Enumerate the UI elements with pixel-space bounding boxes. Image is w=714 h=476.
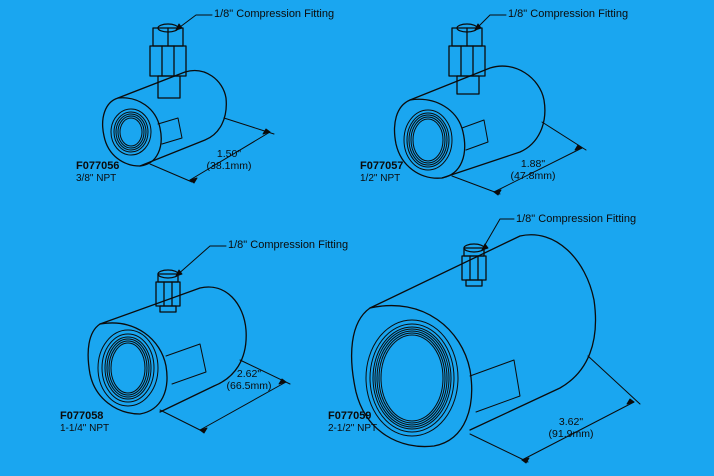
part-number-f077056: F077056 [76, 160, 120, 172]
threaded-bore-4 [365, 319, 459, 437]
leader-line-1 [175, 14, 213, 31]
thread-size-f077056: 3/8" NPT [76, 173, 117, 184]
body-1 [117, 70, 227, 167]
part-number-f077057: F077057 [360, 160, 404, 172]
dimension-line-2 [451, 121, 587, 196]
body-2 [409, 65, 546, 179]
callout-label-f077059: 1/8" Compression Fitting [516, 213, 637, 225]
threaded-bore-1 [110, 108, 152, 156]
dimension-line-4 [469, 355, 641, 464]
part-number-f077058: F077058 [60, 410, 104, 422]
leader-line-3 [175, 245, 227, 277]
thread-size-f077057: 1/2" NPT [360, 173, 401, 184]
dimension-in-f077059: 3.62" [558, 416, 584, 428]
dimension-mm-f077056: (38.1mm) [206, 160, 252, 172]
body-4 [369, 234, 597, 431]
compression-fitting-2 [448, 23, 486, 95]
fitting-f077058-drawing [87, 245, 291, 434]
callout-label-f077057: 1/8" Compression Fitting [508, 8, 629, 20]
dimension-line-3 [159, 359, 291, 434]
fitting-f077059-drawing [351, 218, 641, 464]
thread-size-f077058: 1-1/4" NPT [60, 423, 110, 434]
dimension-line-1 [149, 117, 275, 184]
dimension-mm-f077058: (66.5mm) [226, 380, 272, 392]
dimension-in-f077058: 2.62" [236, 368, 262, 380]
compression-fitting-1 [149, 23, 187, 99]
fitting-f077056-drawing [102, 14, 275, 184]
body-3 [99, 286, 247, 413]
threaded-bore-2 [403, 109, 453, 171]
dimension-mm-f077057: (47.8mm) [510, 170, 556, 182]
dimension-in-f077056: 1.50" [216, 148, 242, 160]
part-number-f077059: F077059 [328, 410, 372, 422]
dimension-mm-f077059: (91.9mm) [548, 428, 594, 440]
callout-label-f077056: 1/8" Compression Fitting [214, 8, 335, 20]
leader-line-4 [481, 218, 515, 251]
dimension-in-f077057: 1.88" [520, 158, 546, 170]
body-front-face-4 [351, 304, 473, 448]
compression-fitting-3 [155, 269, 181, 313]
body-front-face-2 [393, 98, 466, 179]
callout-label-f077058: 1/8" Compression Fitting [228, 239, 349, 251]
threaded-bore-3 [97, 329, 159, 407]
fitting-f077057-drawing [393, 14, 587, 196]
body-front-face-1 [102, 97, 162, 167]
body-front-face-3 [87, 322, 168, 415]
thread-size-f077059: 2-1/2" NPT [328, 423, 378, 434]
leader-line-2 [474, 14, 507, 31]
